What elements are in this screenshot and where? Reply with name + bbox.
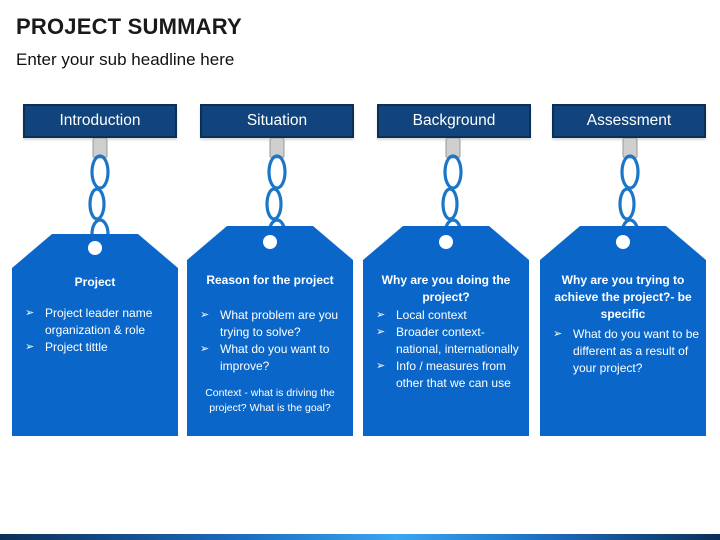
tag-shape (540, 226, 706, 436)
bullet-list: ➢Local context ➢Broader context- nationa… (375, 307, 523, 392)
arrow-bullet-icon: ➢ (376, 326, 386, 338)
tag-shape (363, 226, 529, 436)
list-item: ➢What do you want to be different as a r… (553, 327, 700, 375)
bullet-list: ➢Project leader name organization & role… (24, 305, 172, 356)
header-background: Background (377, 104, 531, 138)
tag-situation: Reason for the project ➢What problem are… (187, 226, 353, 436)
list-item: ➢Local context (376, 308, 467, 322)
tag-assessment: Why are you trying to achieve the projec… (540, 226, 706, 436)
list-item: ➢Broader context- national, internationa… (376, 325, 519, 356)
header-introduction: Introduction (23, 104, 177, 138)
page-subtitle: Enter your sub headline here (16, 50, 235, 69)
tag-shape (12, 234, 178, 436)
arrow-bullet-icon: ➢ (200, 343, 210, 355)
page-title: PROJECT SUMMARY (16, 14, 242, 39)
arrow-bullet-icon: ➢ (200, 309, 210, 321)
bullet-list: ➢What problem are you trying to solve? ➢… (199, 307, 347, 375)
tag-background: Why are you doing the project? ➢Local co… (363, 226, 529, 436)
tag-title: Reason for the project (206, 273, 334, 287)
list-item: ➢What do you want to improve? (200, 342, 330, 373)
footer-gradient-bar (0, 534, 720, 540)
tag-title: Why are you doing the project? (381, 273, 511, 304)
arrow-bullet-icon: ➢ (376, 309, 386, 321)
list-item: ➢Project leader name organization & role (25, 306, 153, 337)
list-item: ➢Project tittle (25, 340, 108, 354)
header-situation: Situation (200, 104, 354, 138)
tag-title: Project (74, 275, 116, 289)
tag-shape (187, 226, 353, 436)
bullet-list: ➢What do you want to be different as a r… (552, 326, 700, 377)
context-note: Context - what is driving the project? W… (205, 387, 335, 414)
tag-introduction: Project ➢Project leader name organizatio… (12, 226, 178, 436)
header-assessment: Assessment (552, 104, 706, 138)
list-item: ➢What problem are you trying to solve? (200, 308, 339, 339)
arrow-bullet-icon: ➢ (553, 328, 563, 340)
tag-title: Why are you trying to achieve the projec… (554, 273, 692, 321)
arrow-bullet-icon: ➢ (376, 360, 386, 372)
arrow-bullet-icon: ➢ (25, 341, 35, 353)
arrow-bullet-icon: ➢ (25, 307, 35, 319)
list-item: ➢Info / measures from other that we can … (376, 359, 511, 390)
